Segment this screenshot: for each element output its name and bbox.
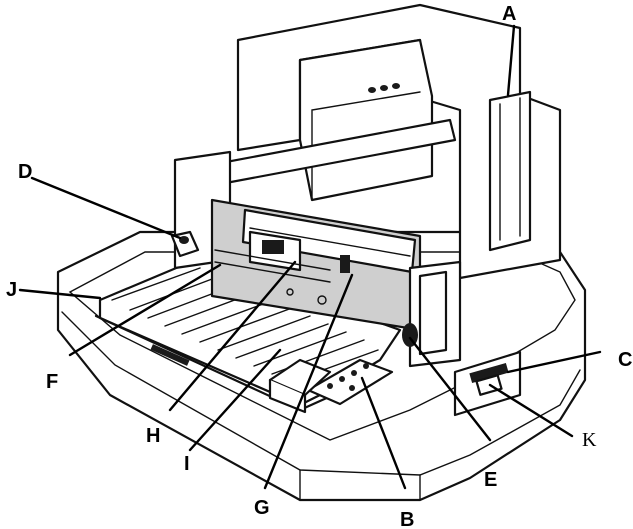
- leader-e: [408, 336, 492, 442]
- callout-j: J: [6, 279, 17, 301]
- callout-f: F: [46, 371, 58, 393]
- callout-c: C: [618, 349, 632, 371]
- leader-a: [506, 24, 516, 97]
- leader-j: [18, 288, 102, 300]
- leader-k: [488, 383, 574, 438]
- callout-i: I: [184, 453, 190, 475]
- callout-e: E: [484, 469, 497, 491]
- callout-b: B: [400, 509, 414, 529]
- control-panel: [306, 358, 394, 406]
- callout-k: K: [582, 429, 597, 451]
- interface-connector: [453, 350, 522, 417]
- callout-g: G: [254, 497, 270, 519]
- leader-h: [168, 260, 297, 412]
- callout-d: D: [18, 161, 32, 183]
- callout-a: A: [502, 3, 516, 25]
- leader-c: [506, 350, 602, 374]
- callout-h: H: [146, 425, 160, 447]
- leader-g: [263, 273, 354, 490]
- leader-f: [68, 263, 222, 357]
- top-cover: [208, 3, 562, 280]
- leader-d: [30, 176, 182, 240]
- leader-b: [360, 376, 407, 490]
- leader-i: [188, 348, 282, 452]
